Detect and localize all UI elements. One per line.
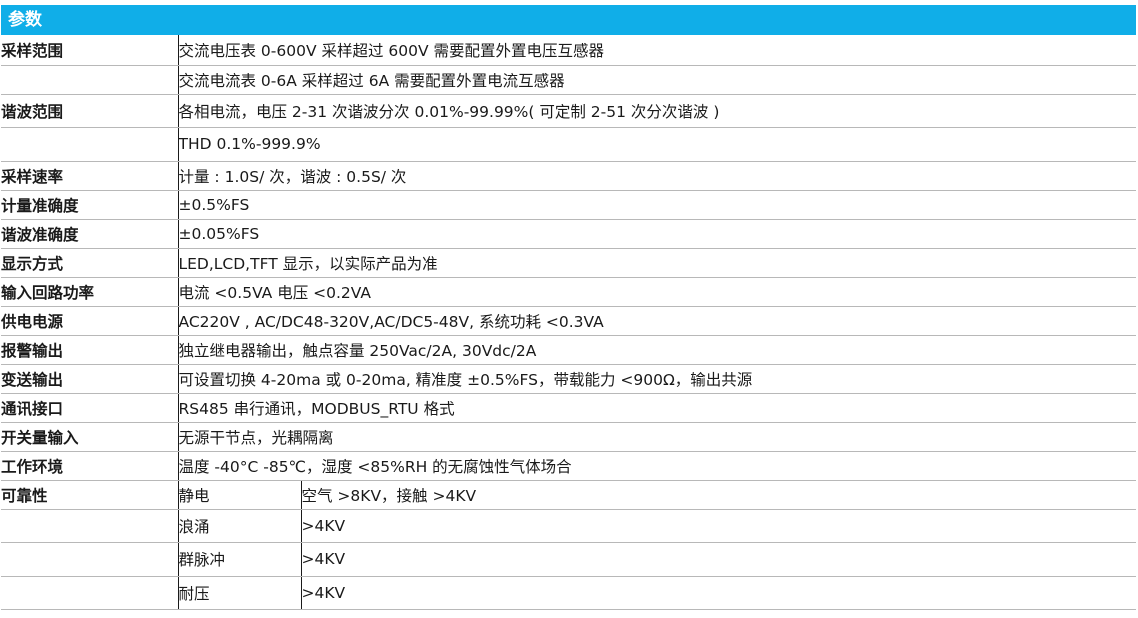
row-label: 供电电源 <box>1 306 179 336</box>
table-row: 耐压 >4KV <box>1 576 1137 610</box>
row-label: 报警输出 <box>1 335 179 365</box>
table-row: 可靠性 静电 空气 >8KV，接触 >4KV <box>1 480 1137 510</box>
reliability-item-name: 耐压 <box>178 576 302 610</box>
row-value: 交流电压表 0-600V 采样超过 600V 需要配置外置电压互感器 <box>178 35 1137 66</box>
table-row: 显示方式 LED,LCD,TFT 显示，以实际产品为准 <box>1 248 1137 278</box>
row-label: 采样速率 <box>1 161 179 191</box>
table-row: 交流电流表 0-6A 采样超过 6A 需要配置外置电流互感器 <box>1 65 1137 95</box>
reliability-item-value: >4KV <box>301 509 1137 543</box>
row-label <box>1 127 179 162</box>
reliability-label-empty <box>1 509 179 543</box>
table-row: 输入回路功率 电流 <0.5VA 电压 <0.2VA <box>1 277 1137 307</box>
reliability-item-value: 空气 >8KV，接触 >4KV <box>301 480 1137 510</box>
table-row: 群脉冲 >4KV <box>1 542 1137 577</box>
table-row: THD 0.1%-999.9% <box>1 127 1137 162</box>
reliability-item-name: 静电 <box>178 480 302 510</box>
table-row: 浪涌 >4KV <box>1 509 1137 543</box>
row-label: 输入回路功率 <box>1 277 179 307</box>
row-label: 开关量输入 <box>1 422 179 452</box>
reliability-label-empty <box>1 576 179 610</box>
reliability-item-name: 群脉冲 <box>178 542 302 577</box>
table-row: 变送输出 可设置切换 4-20ma 或 0-20ma, 精准度 ±0.5%FS，… <box>1 364 1137 394</box>
parameter-table: 采样范围 交流电压表 0-600V 采样超过 600V 需要配置外置电压互感器 … <box>1 35 1137 610</box>
table-row: 工作环境 温度 -40°C -85℃，湿度 <85%RH 的无腐蚀性气体场合 <box>1 451 1137 481</box>
row-label: 通讯接口 <box>1 393 179 423</box>
row-value: THD 0.1%-999.9% <box>178 127 1137 162</box>
reliability-label: 可靠性 <box>1 480 179 510</box>
reliability-item-name: 浪涌 <box>178 509 302 543</box>
table-row: 采样范围 交流电压表 0-600V 采样超过 600V 需要配置外置电压互感器 <box>1 35 1137 66</box>
row-value: ±0.5%FS <box>178 190 1137 220</box>
row-value: LED,LCD,TFT 显示，以实际产品为准 <box>178 248 1137 278</box>
row-value: 各相电流，电压 2-31 次谐波分次 0.01%-99.99%( 可定制 2-5… <box>178 94 1137 128</box>
row-value: 独立继电器输出，触点容量 250Vac/2A, 30Vdc/2A <box>178 335 1137 365</box>
row-value: ±0.05%FS <box>178 219 1137 249</box>
reliability-item-value: >4KV <box>301 542 1137 577</box>
table-row: 谐波范围 各相电流，电压 2-31 次谐波分次 0.01%-99.99%( 可定… <box>1 94 1137 128</box>
row-value: 温度 -40°C -85℃，湿度 <85%RH 的无腐蚀性气体场合 <box>178 451 1137 481</box>
table-row: 供电电源 AC220V , AC/DC48-320V,AC/DC5-48V, 系… <box>1 306 1137 336</box>
table-row: 报警输出 独立继电器输出，触点容量 250Vac/2A, 30Vdc/2A <box>1 335 1137 365</box>
table-row: 开关量输入 无源干节点，光耦隔离 <box>1 422 1137 452</box>
row-value: 可设置切换 4-20ma 或 0-20ma, 精准度 ±0.5%FS，带载能力 … <box>178 364 1137 394</box>
row-value: RS485 串行通讯，MODBUS_RTU 格式 <box>178 393 1137 423</box>
table-row: 通讯接口 RS485 串行通讯，MODBUS_RTU 格式 <box>1 393 1137 423</box>
row-value: 交流电流表 0-6A 采样超过 6A 需要配置外置电流互感器 <box>178 65 1137 95</box>
row-value: AC220V , AC/DC48-320V,AC/DC5-48V, 系统功耗 <… <box>178 306 1137 336</box>
row-label: 谐波范围 <box>1 94 179 128</box>
section-header: 参数 <box>1 5 1136 35</box>
row-label: 谐波准确度 <box>1 219 179 249</box>
row-label: 显示方式 <box>1 248 179 278</box>
reliability-item-value: >4KV <box>301 576 1137 610</box>
row-label: 计量准确度 <box>1 190 179 220</box>
row-value: 无源干节点，光耦隔离 <box>178 422 1137 452</box>
row-label: 采样范围 <box>1 35 179 66</box>
table-row: 谐波准确度 ±0.05%FS <box>1 219 1137 249</box>
row-value: 计量 : 1.0S/ 次，谐波 : 0.5S/ 次 <box>178 161 1137 191</box>
row-label: 工作环境 <box>1 451 179 481</box>
table-row: 采样速率 计量 : 1.0S/ 次，谐波 : 0.5S/ 次 <box>1 161 1137 191</box>
table-row: 计量准确度 ±0.5%FS <box>1 190 1137 220</box>
row-value: 电流 <0.5VA 电压 <0.2VA <box>178 277 1137 307</box>
reliability-label-empty <box>1 542 179 577</box>
row-label: 变送输出 <box>1 364 179 394</box>
row-label <box>1 65 179 95</box>
